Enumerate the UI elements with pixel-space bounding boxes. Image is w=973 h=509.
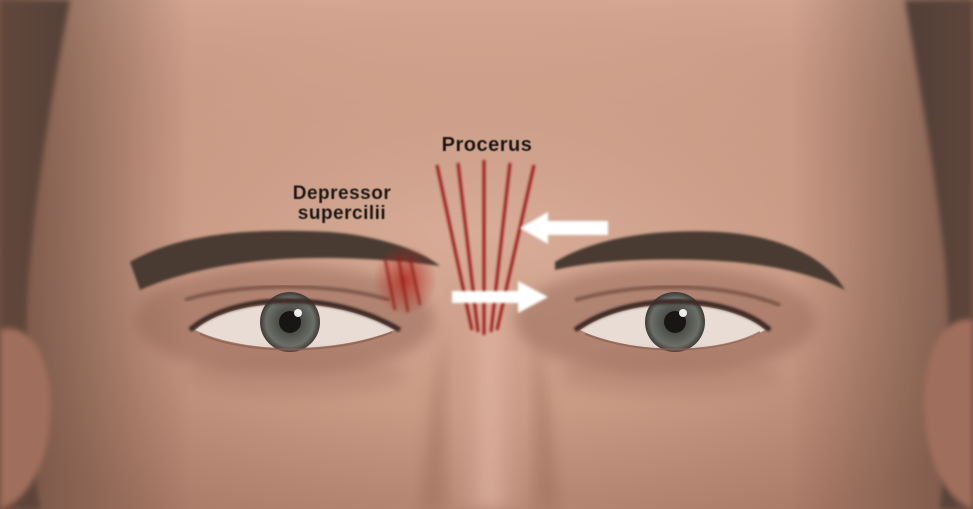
depressor-label-line2: supercilii: [268, 204, 416, 224]
procerus-label: Procerus: [412, 135, 562, 156]
depressor-label-line1: Depressor: [268, 184, 416, 204]
depressor-supercilii-muscle: [373, 244, 437, 316]
depressor-supercilii-label: Depressor supercilii: [268, 184, 416, 224]
